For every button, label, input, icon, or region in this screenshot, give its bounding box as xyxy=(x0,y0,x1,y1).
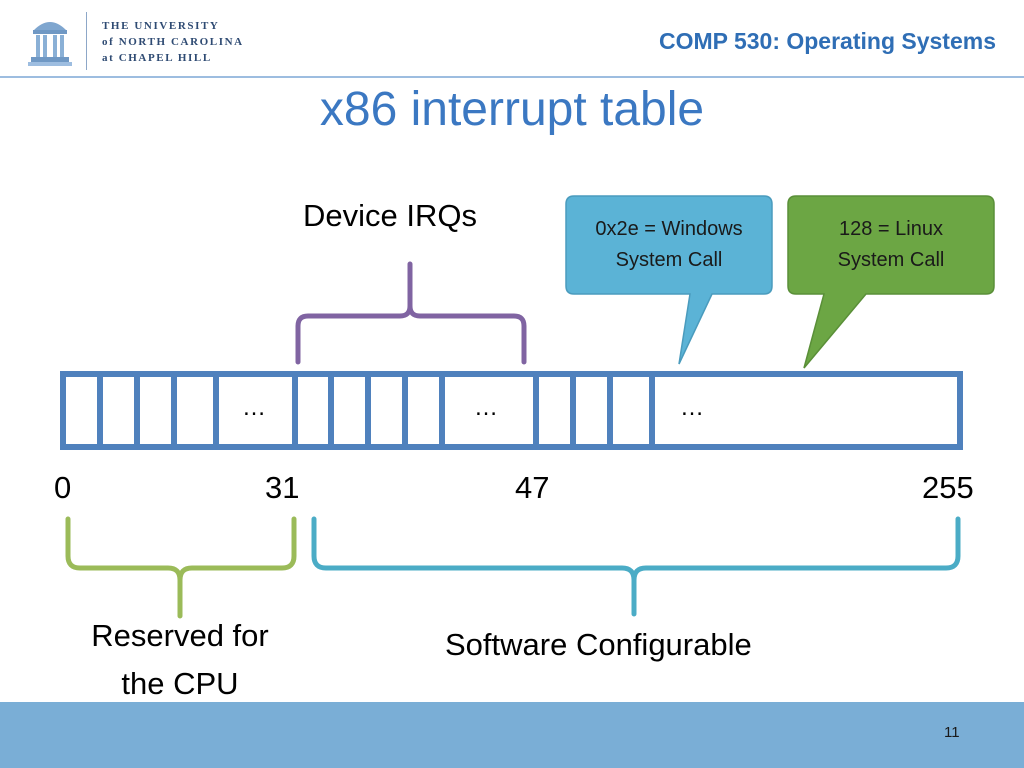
footer-bar xyxy=(0,702,1024,768)
linux-callout-bubble xyxy=(787,195,995,369)
interrupt-table xyxy=(60,371,963,450)
ellipsis-irqs: … xyxy=(474,394,498,421)
software-brace xyxy=(311,516,961,617)
logo-divider xyxy=(86,12,87,70)
software-configurable-label: Software Configurable xyxy=(445,627,752,662)
linux-callout-text: 128 = Linux System Call xyxy=(837,218,945,271)
tick-label-0: 0 xyxy=(54,470,72,505)
course-title: COMP 530: Operating Systems xyxy=(658,28,996,54)
table-slot-dividers xyxy=(97,374,655,447)
slide-title: x86 interrupt table xyxy=(319,83,705,136)
reserved-for-cpu-label: Reserved for the CPU xyxy=(91,618,269,701)
page-number: 11 xyxy=(944,724,960,741)
ellipsis-software: … xyxy=(680,394,704,421)
header-divider xyxy=(0,76,1024,78)
device-irqs-label: Device IRQs xyxy=(303,198,477,233)
tick-label-47: 47 xyxy=(515,470,550,505)
unc-old-well-logo xyxy=(28,22,72,66)
tick-label-255: 255 xyxy=(922,470,974,505)
ellipsis-reserved: … xyxy=(242,394,266,421)
windows-callout-text: 0x2e = Windows System Call xyxy=(595,218,743,271)
reserved-brace xyxy=(65,516,297,619)
device-irqs-brace xyxy=(295,261,527,365)
university-wordmark: THE UNIVERSITY of NORTH CAROLINA at CHAP… xyxy=(102,20,244,64)
tick-label-31: 31 xyxy=(265,470,300,505)
windows-callout-bubble xyxy=(565,195,773,365)
